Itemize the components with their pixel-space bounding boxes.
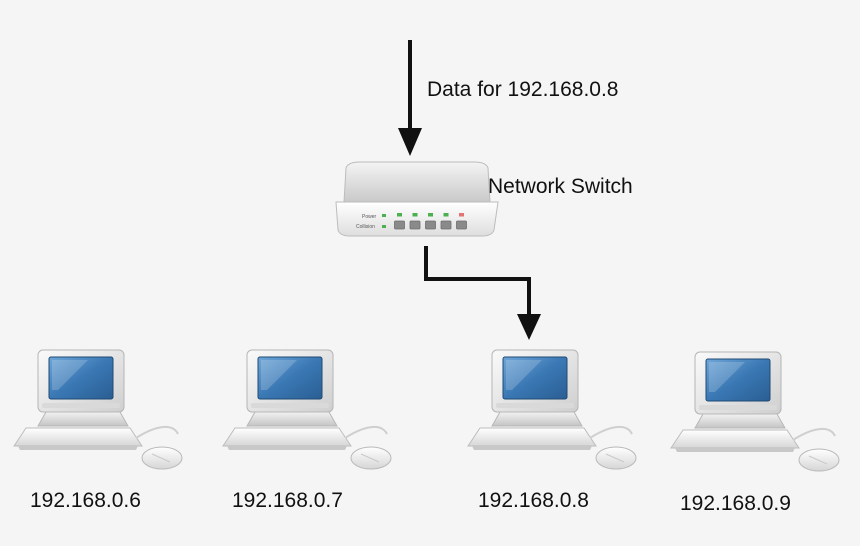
port-led xyxy=(443,213,449,217)
computer-ip-label: 192.168.0.8 xyxy=(478,489,589,512)
port-led xyxy=(459,213,464,217)
power-label: Power xyxy=(362,214,377,220)
switch-port xyxy=(409,220,421,230)
power-led xyxy=(382,214,386,217)
computer-1: 192.168.0.6 xyxy=(13,349,183,512)
switch-port xyxy=(440,220,452,230)
incoming-data-arrow xyxy=(398,40,422,156)
network-switch: Power Collision xyxy=(335,161,499,237)
computer-ip-label: 192.168.0.6 xyxy=(30,489,141,512)
switch-label: Network Switch xyxy=(488,175,633,198)
port-leds xyxy=(397,213,464,217)
collision-led xyxy=(382,225,386,228)
incoming-data-label: Data for 192.168.0.8 xyxy=(427,78,618,101)
computer-ip-label: 192.168.0.9 xyxy=(680,492,791,515)
outgoing-data-arrow xyxy=(424,246,541,340)
port-led xyxy=(397,213,402,217)
switch-ports xyxy=(394,220,467,230)
switch-port xyxy=(394,220,405,230)
computer-3: 192.168.0.8 xyxy=(467,349,637,512)
port-led xyxy=(428,213,433,217)
computer-4: 192.168.0.9 xyxy=(670,351,840,515)
switch-port xyxy=(425,220,436,230)
computer-2: 192.168.0.7 xyxy=(222,349,392,512)
port-led xyxy=(412,213,418,217)
switch-port xyxy=(456,220,467,230)
computer-ip-label: 192.168.0.7 xyxy=(232,489,343,512)
collision-label: Collision xyxy=(356,224,375,230)
